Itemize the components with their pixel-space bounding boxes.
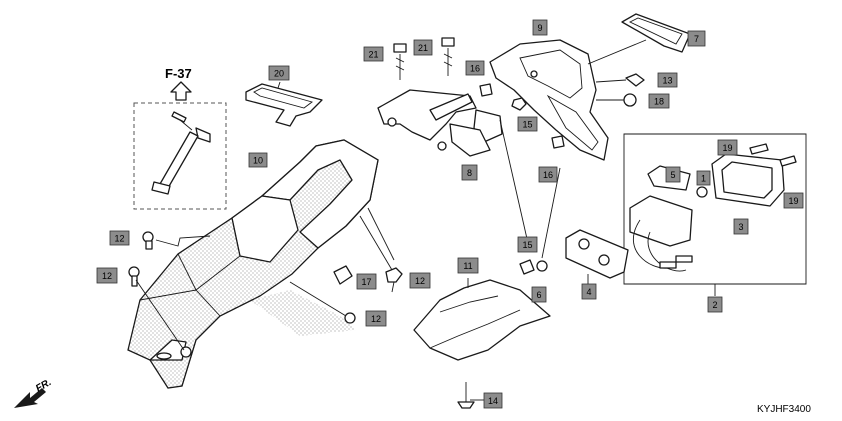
bolt-12b <box>128 266 185 351</box>
svg-text:16: 16 <box>470 64 480 74</box>
callout-layer: 1 2 3 4 5 6 7 8 9 10 11 12 12 12 12 13 1… <box>96 19 804 409</box>
callout-21a: 21 <box>363 46 384 62</box>
bolt-12a <box>142 231 211 250</box>
svg-text:20: 20 <box>274 69 284 79</box>
mounting-stay <box>151 111 211 195</box>
callout-17: 17 <box>356 273 377 290</box>
grommet-18 <box>596 93 637 107</box>
svg-text:12: 12 <box>102 271 112 281</box>
svg-text:9: 9 <box>537 23 542 33</box>
callout-8: 8 <box>461 164 478 181</box>
strap-part <box>245 81 323 127</box>
nut-16b <box>551 135 565 149</box>
callout-3: 3 <box>733 218 749 235</box>
callout-18: 18 <box>648 93 670 109</box>
svg-text:13: 13 <box>662 76 672 86</box>
svg-text:7: 7 <box>694 34 699 44</box>
callout-16a: 16 <box>465 60 485 76</box>
callout-15b: 15 <box>517 236 538 253</box>
svg-text:8: 8 <box>467 168 472 178</box>
svg-text:6: 6 <box>536 290 541 300</box>
svg-text:10: 10 <box>253 156 263 166</box>
nut-16a <box>479 83 493 97</box>
bolt-12c <box>359 207 403 293</box>
svg-text:21: 21 <box>368 50 378 60</box>
callout-10: 10 <box>248 152 268 168</box>
svg-text:15: 15 <box>522 240 532 250</box>
svg-text:5: 5 <box>670 170 675 180</box>
svg-text:19: 19 <box>788 196 798 206</box>
callout-2: 2 <box>707 296 723 313</box>
callout-5: 5 <box>665 166 681 183</box>
svg-text:16: 16 <box>543 170 553 180</box>
callout-16b: 16 <box>538 166 558 183</box>
svg-text:12: 12 <box>415 276 425 286</box>
svg-text:21: 21 <box>418 43 428 53</box>
callout-9: 9 <box>532 19 548 36</box>
svg-text:11: 11 <box>463 261 472 271</box>
callout-14: 14 <box>483 392 503 409</box>
reference-label: F-37 <box>165 66 192 81</box>
callout-12b: 12 <box>96 267 118 284</box>
nut-15b <box>499 119 561 275</box>
rear-fender <box>127 139 379 389</box>
svg-text:17: 17 <box>361 277 371 287</box>
callout-12d: 12 <box>365 310 387 327</box>
bracket-assembly <box>377 37 503 157</box>
callout-15a: 15 <box>517 116 538 132</box>
callout-19a: 19 <box>717 139 738 156</box>
assembly-box <box>623 133 807 285</box>
svg-text:1: 1 <box>701 174 706 184</box>
front-arrow-icon <box>14 388 46 408</box>
clip-part <box>333 265 353 285</box>
callout-6: 6 <box>531 286 547 303</box>
up-arrow-icon <box>170 81 192 101</box>
callout-12c: 12 <box>409 272 431 289</box>
bolt-13 <box>595 73 645 87</box>
nut-15a <box>511 97 527 111</box>
svg-text:19: 19 <box>722 143 732 153</box>
callout-7: 7 <box>687 30 706 47</box>
svg-text:3: 3 <box>738 222 743 232</box>
svg-text:4: 4 <box>586 287 591 297</box>
license-light <box>565 229 629 284</box>
front-direction-indicator: FR. <box>14 377 53 408</box>
callout-12a: 12 <box>109 230 130 246</box>
svg-text:15: 15 <box>522 120 532 130</box>
callout-13: 13 <box>657 72 678 88</box>
tail-cover <box>489 39 609 161</box>
callout-1: 1 <box>696 170 711 186</box>
callout-20: 20 <box>268 65 290 81</box>
svg-text:18: 18 <box>654 97 664 107</box>
svg-text:14: 14 <box>488 396 498 406</box>
bolt-12d <box>289 281 356 324</box>
rivet-part <box>457 382 484 409</box>
callout-4: 4 <box>581 283 597 300</box>
svg-text:12: 12 <box>371 314 381 324</box>
callout-21b: 21 <box>413 39 433 56</box>
front-label: FR. <box>34 377 53 395</box>
drawing-code: KYJHF3400 <box>757 404 811 415</box>
reference-box <box>133 102 227 210</box>
callout-19b: 19 <box>783 192 804 209</box>
splash-guard <box>413 278 551 361</box>
tail-light-assembly <box>629 143 797 272</box>
reflector-part <box>587 13 691 65</box>
svg-text:12: 12 <box>114 234 124 244</box>
callout-11: 11 <box>457 257 479 274</box>
svg-text:2: 2 <box>712 300 717 310</box>
